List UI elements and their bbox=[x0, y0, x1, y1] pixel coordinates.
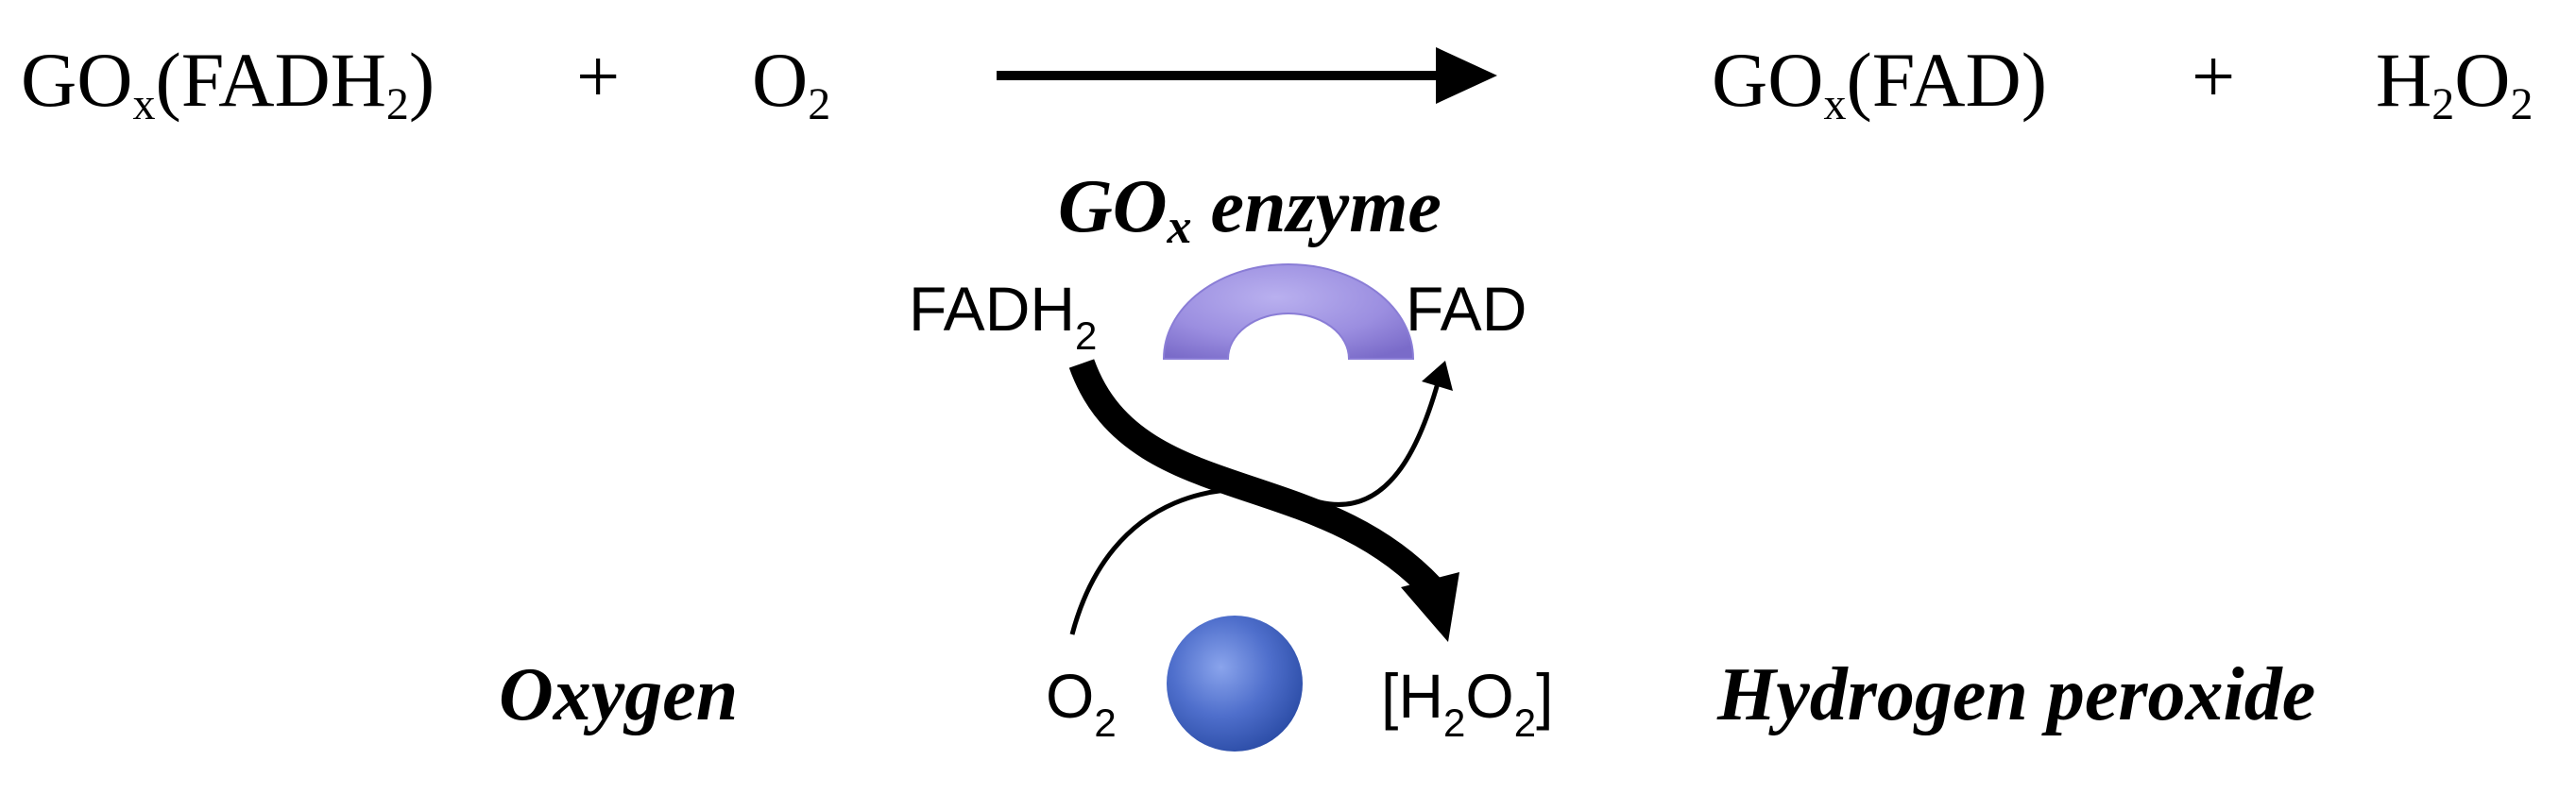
product-h2o2: H2O2 bbox=[2376, 37, 2533, 129]
fadh2-label: FADH2 bbox=[909, 274, 1097, 358]
thin-curve-arrow bbox=[1069, 361, 1453, 635]
enzyme-label: GOx enzyme bbox=[1058, 165, 1442, 254]
equation: GOx(FADH2) + O2 GOx(FAD) + H2O2 bbox=[21, 33, 2533, 129]
enzyme-icon bbox=[1162, 263, 1415, 360]
hydrogen-peroxide-label: Hydrogen peroxide bbox=[1716, 653, 2315, 736]
molecule-icon bbox=[1167, 616, 1303, 752]
plus-sign-1: + bbox=[576, 33, 620, 119]
fad-label: FAD bbox=[1406, 274, 1527, 344]
h2o2-label: [H2O2] bbox=[1381, 661, 1553, 745]
reactant-o2: O2 bbox=[752, 37, 830, 129]
o2-label: O2 bbox=[1046, 661, 1117, 745]
reactant-gox-fadh2: GOx(FADH2) bbox=[21, 37, 435, 129]
reaction-arrow bbox=[997, 47, 1497, 104]
mechanism: GOx enzyme FADH2 FAD O2 [H2O2] Oxygen Hy… bbox=[499, 165, 2315, 752]
plus-sign-2: + bbox=[2192, 33, 2235, 119]
thick-curve-arrow bbox=[1068, 359, 1459, 642]
product-gox-fad: GOx(FAD) bbox=[1712, 37, 2047, 129]
oxygen-label: Oxygen bbox=[499, 653, 738, 736]
